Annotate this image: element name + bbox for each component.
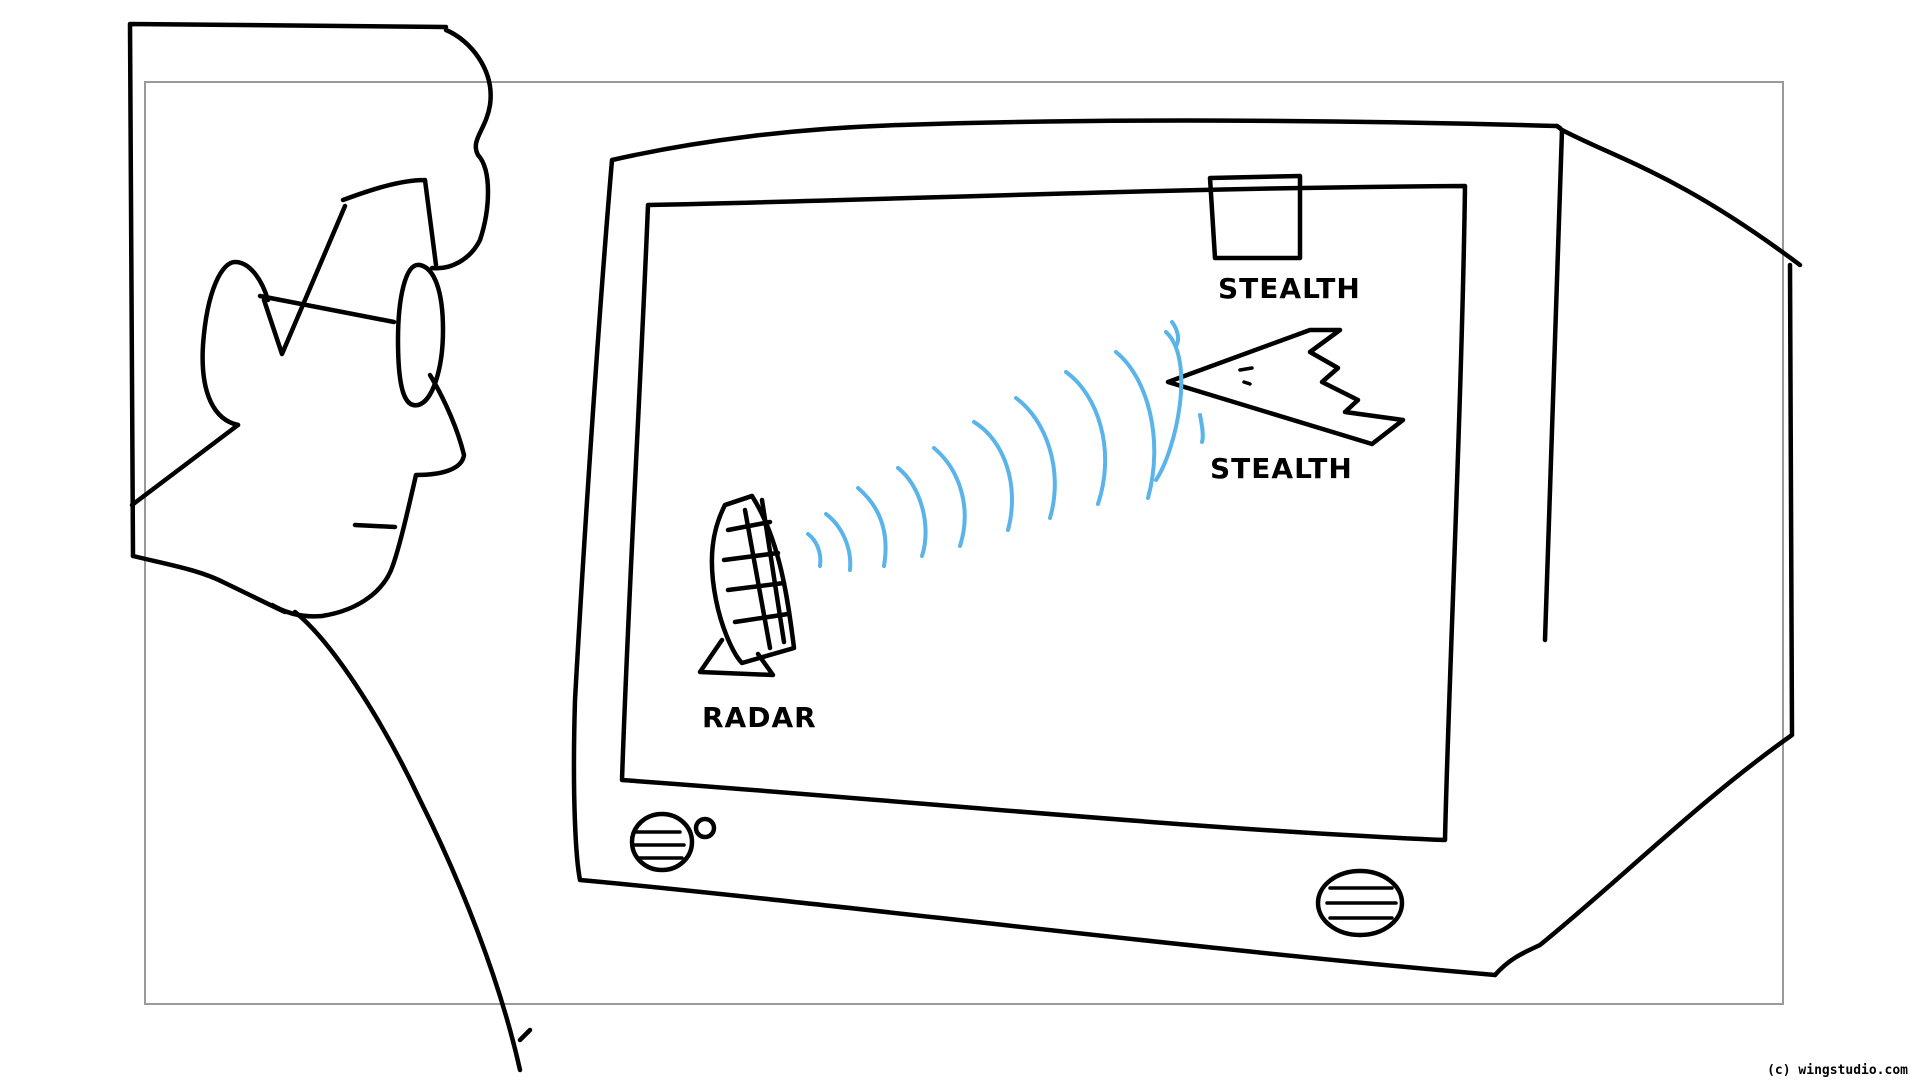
man-glasses [257, 203, 446, 408]
radar-wave-11 [1170, 320, 1205, 444]
copyright-credit: (c) wingstudio.com [1767, 1063, 1908, 1078]
radar-wave-6 [972, 420, 1014, 532]
radar-wave-3 [856, 486, 888, 568]
monitor-outer-bezel [571, 118, 1563, 978]
man-ear [200, 259, 271, 428]
storyboard-frame [144, 81, 1784, 1005]
stealth-aircraft-label: STEALTH [1210, 452, 1353, 485]
radar-label: RADAR [702, 701, 817, 734]
speaker-grille-left [629, 811, 717, 873]
radar-wave-4 [896, 466, 928, 558]
power-knob [693, 816, 717, 840]
stealth-box-label: STEALTH [1218, 272, 1361, 305]
man-figure [127, 21, 533, 1073]
radar-wave-5 [932, 446, 967, 548]
radar-wave-2 [824, 512, 853, 572]
radar-waves [806, 320, 1205, 572]
speaker-grille-right [1315, 868, 1405, 938]
radar-wave-1 [806, 532, 823, 568]
stealth-box [1207, 173, 1303, 261]
radar-wave-10 [1154, 330, 1184, 482]
radar-wave-7 [1014, 396, 1057, 520]
radar-dish-icon [697, 493, 797, 678]
crt-monitor [571, 118, 1803, 978]
man-neck-and-shoulder [129, 422, 533, 1073]
radar-wave-8 [1064, 370, 1108, 506]
stealth-aircraft [1165, 327, 1406, 447]
screen-content: STEALTH STEALTH RADAR [697, 173, 1406, 734]
aircraft-cockpit-mark [1238, 366, 1254, 386]
monitor-screen [619, 183, 1468, 843]
background-wall-line [127, 21, 449, 559]
man-hair [340, 27, 493, 271]
monitor-side-housing [1492, 123, 1803, 978]
radar-wave-9 [1114, 350, 1157, 500]
man-face [269, 372, 467, 619]
